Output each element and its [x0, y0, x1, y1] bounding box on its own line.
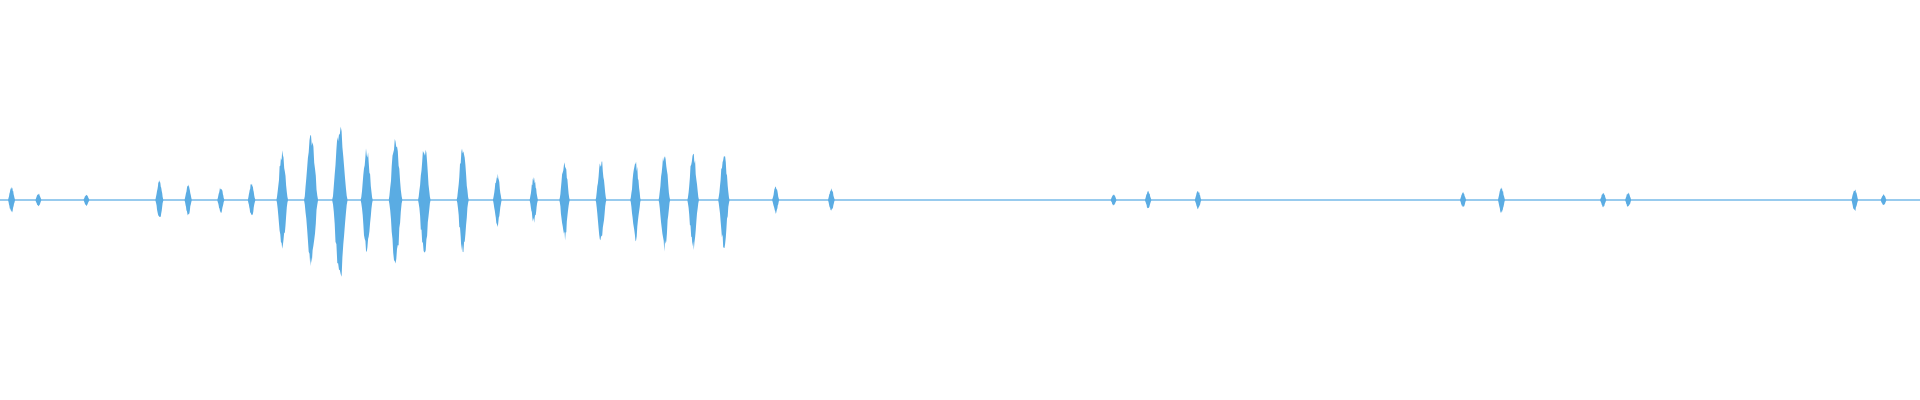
waveform-burst: [1194, 191, 1202, 210]
waveform-burst: [559, 162, 570, 241]
waveform-burst: [1459, 192, 1467, 208]
waveform-burst: [83, 194, 90, 206]
waveform-burst: [827, 188, 835, 211]
waveform-burst: [1497, 187, 1506, 213]
waveform-burst: [217, 187, 225, 213]
waveform-burst: [658, 156, 671, 252]
waveform-burst: [1624, 192, 1632, 207]
waveform-burst: [388, 139, 403, 264]
waveform-burst: [595, 161, 607, 241]
waveform-bursts: [7, 126, 1887, 277]
waveform-burst: [418, 149, 431, 253]
waveform-burst: [687, 153, 699, 250]
waveform-burst: [456, 148, 469, 253]
waveform-burst: [7, 187, 16, 213]
waveform-burst: [718, 156, 730, 248]
waveform-burst: [247, 183, 256, 216]
waveform-burst: [332, 126, 348, 277]
waveform-burst: [529, 177, 539, 223]
waveform-burst: [630, 161, 641, 242]
waveform-burst: [1144, 190, 1152, 209]
waveform-burst: [1851, 189, 1859, 212]
waveform-burst: [184, 184, 192, 216]
waveform-burst: [771, 186, 780, 214]
waveform-burst: [492, 173, 502, 227]
waveform-burst: [1880, 194, 1887, 206]
waveform-burst: [304, 135, 319, 267]
waveform-burst: [276, 150, 289, 249]
waveform-burst: [35, 193, 42, 207]
waveform-burst: [1599, 192, 1607, 208]
waveform-burst: [1110, 194, 1117, 206]
waveform-burst: [155, 180, 164, 217]
waveform-burst: [360, 148, 373, 253]
